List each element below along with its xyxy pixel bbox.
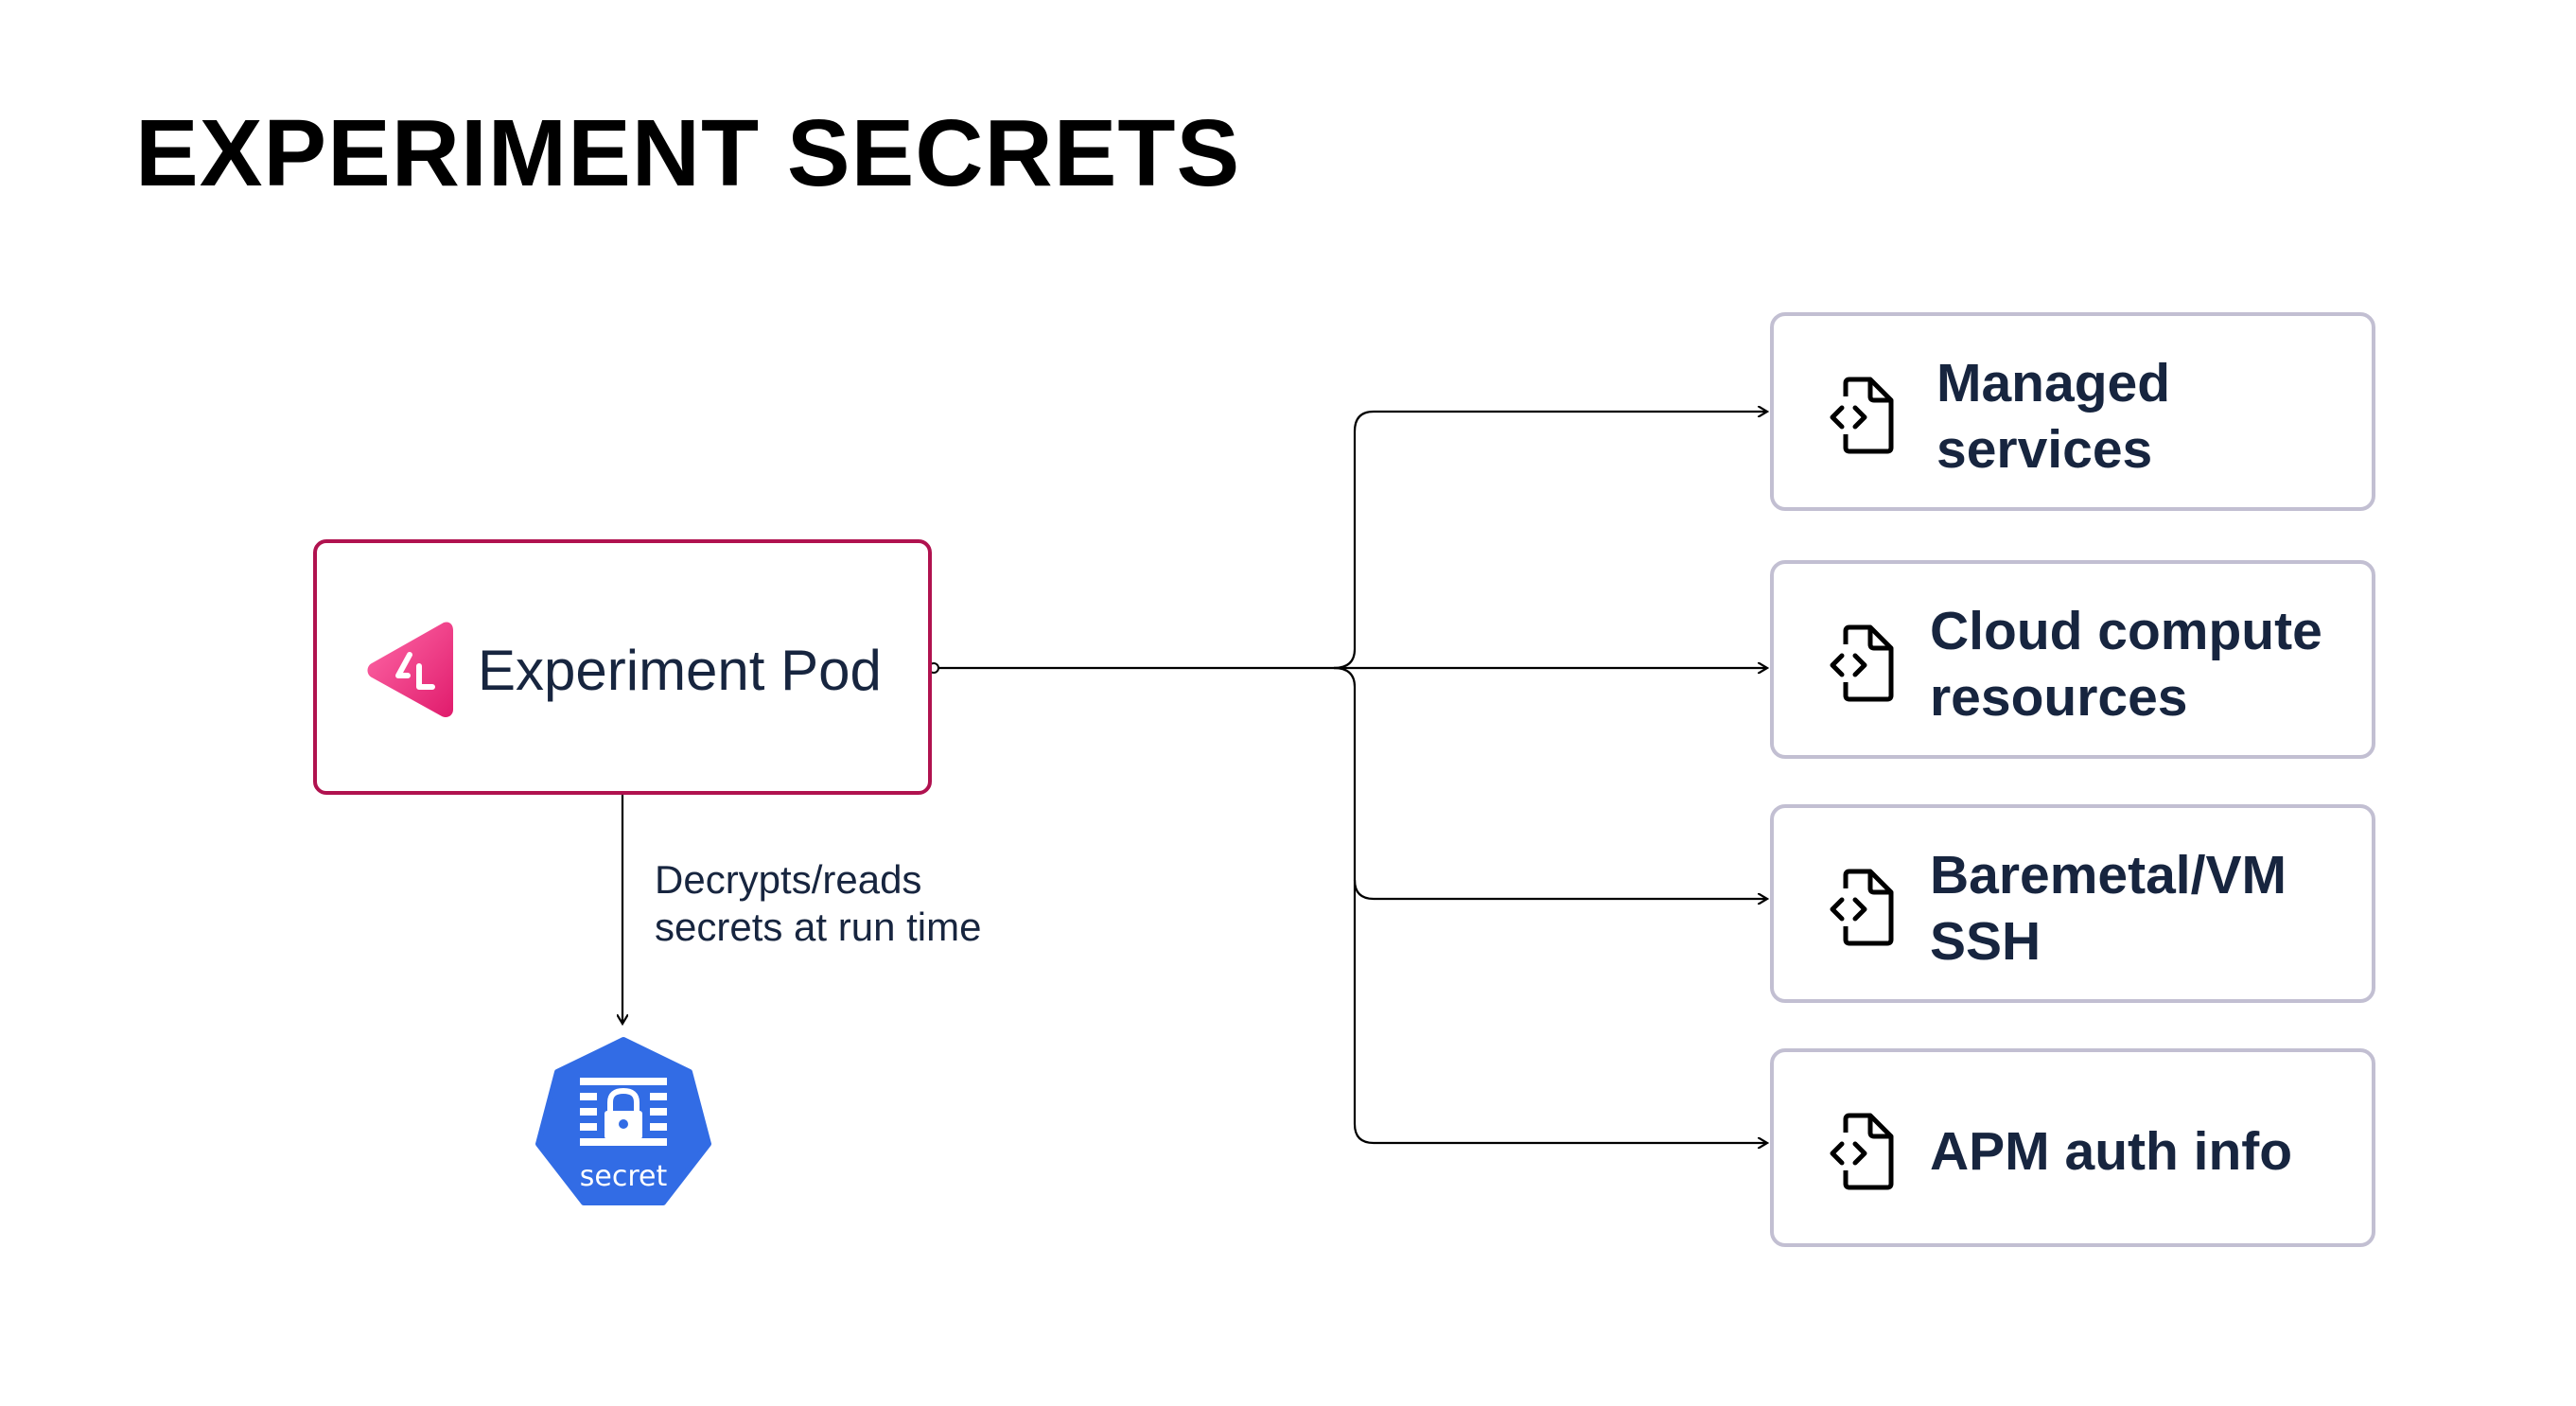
decrypt-note: Decrypts/reads secrets at run time	[655, 856, 981, 951]
connector-apm	[1353, 880, 1767, 1143]
code-file-icon	[1830, 869, 1894, 946]
decrypt-note-line-1: Decrypts/reads	[655, 857, 922, 902]
experiment-pod-label: Experiment Pod	[478, 639, 882, 702]
target-label-line-1: Cloud compute	[1930, 601, 2322, 661]
chaos-triangle-logo-icon	[367, 622, 453, 718]
code-file-icon	[1830, 624, 1894, 702]
secret-label: secret	[580, 1160, 668, 1193]
target-label-line-1: APM auth info	[1930, 1121, 2293, 1182]
target-label-line-2: resources	[1930, 667, 2188, 728]
target-label-line-2: SSH	[1930, 911, 2042, 972]
target-label-line-1: Managed	[1936, 353, 2171, 413]
kubernetes-secret-icon: secret	[535, 1037, 711, 1205]
target-label: Managed services	[1936, 350, 2170, 483]
code-file-icon	[1830, 377, 1894, 454]
target-label-line-1: Baremetal/VM	[1930, 845, 2287, 905]
target-label: Cloud compute resources	[1930, 598, 2322, 730]
target-label-line-2: services	[1936, 419, 2153, 480]
page-title: EXPERIMENT SECRETS	[135, 100, 1241, 206]
code-file-icon	[1830, 1113, 1894, 1190]
target-cloud-compute: Cloud compute resources	[1770, 560, 2375, 759]
decrypt-note-line-2: secrets at run time	[655, 905, 982, 949]
connector-managed	[1333, 412, 1767, 670]
target-apm-auth-info: APM auth info	[1770, 1048, 2375, 1247]
target-label: APM auth info	[1930, 1118, 2292, 1185]
target-managed-services: Managed services	[1770, 312, 2375, 511]
connector-baremetal	[1333, 666, 1767, 899]
target-baremetal-vm: Baremetal/VM SSH	[1770, 804, 2375, 1003]
target-label: Baremetal/VM SSH	[1930, 842, 2287, 975]
experiment-pod-node: Experiment Pod	[313, 539, 932, 795]
